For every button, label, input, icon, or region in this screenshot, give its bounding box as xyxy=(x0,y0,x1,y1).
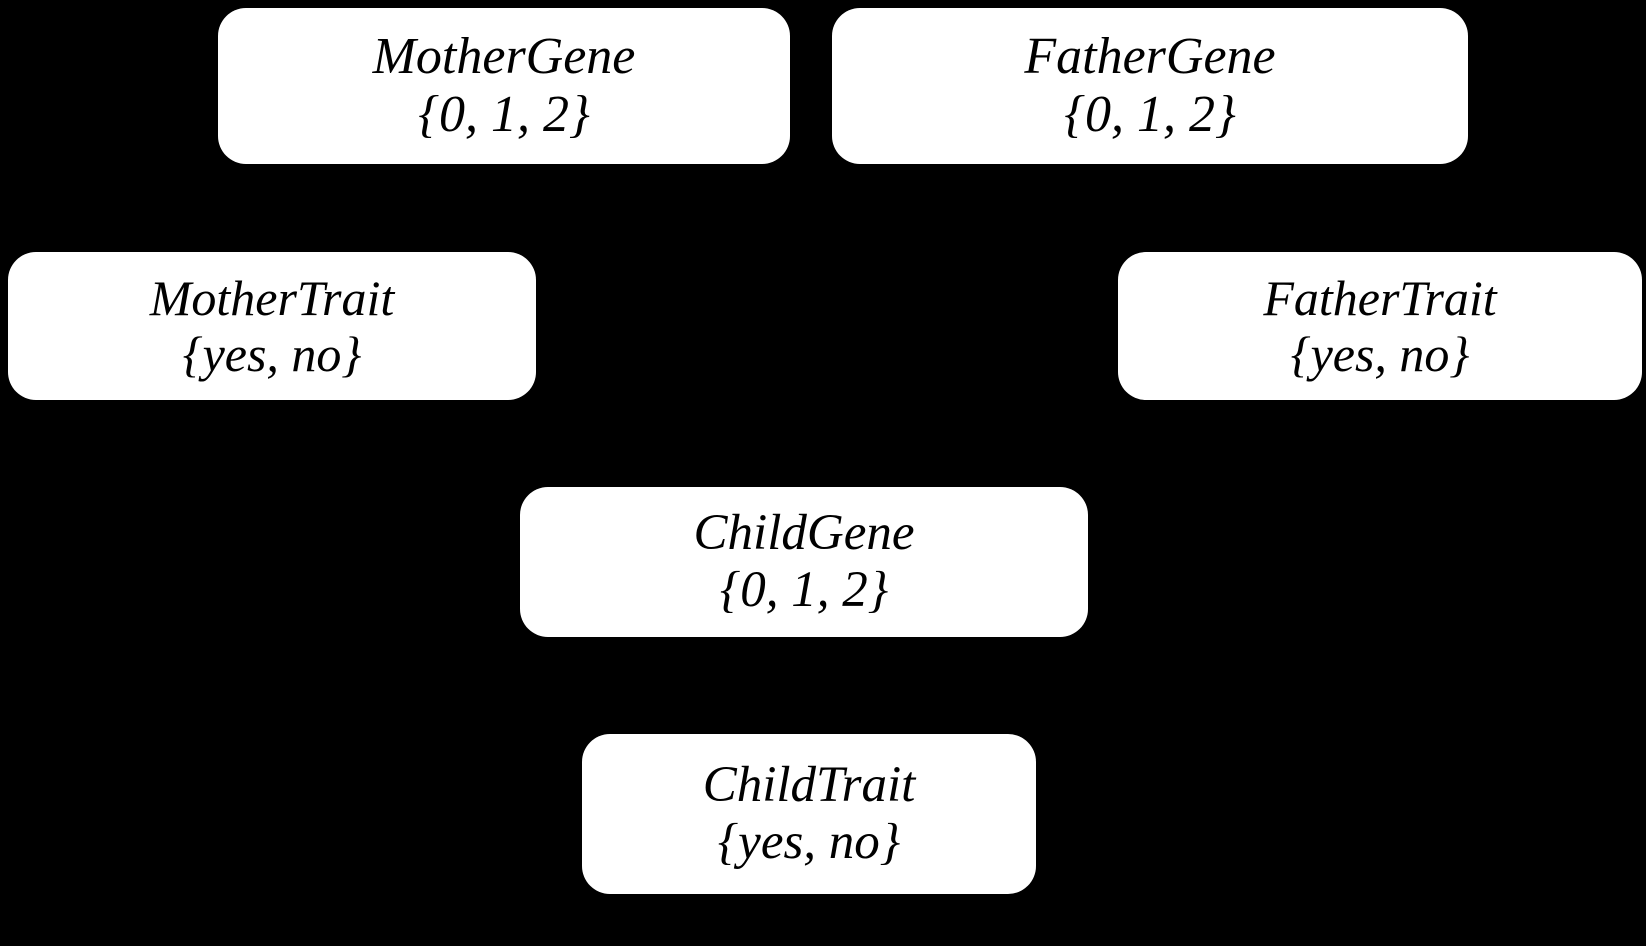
node-mother-trait-domain: {yes, no} xyxy=(182,326,362,382)
node-child-gene-name: ChildGene xyxy=(693,504,915,561)
node-father-trait[interactable]: FatherTrait {yes, no} xyxy=(1118,252,1642,400)
node-child-gene-domain: {0, 1, 2} xyxy=(719,562,889,618)
edge-child-gene-to-child-trait xyxy=(802,636,811,735)
node-mother-gene-name: MotherGene xyxy=(372,27,636,85)
node-father-trait-name: FatherTrait xyxy=(1263,270,1497,326)
node-child-trait-domain: {yes, no} xyxy=(717,814,901,870)
edge-mother-gene-to-mother-trait xyxy=(271,162,381,254)
node-mother-trait[interactable]: MotherTrait {yes, no} xyxy=(8,252,536,400)
node-father-trait-domain: {yes, no} xyxy=(1290,326,1470,382)
node-child-trait-name: ChildTrait xyxy=(702,756,916,813)
edge-father-gene-to-father-trait xyxy=(1219,162,1381,254)
node-child-gene[interactable]: ChildGene {0, 1, 2} xyxy=(520,487,1088,637)
edge-father-gene-to-child-gene xyxy=(898,163,1062,488)
node-father-gene-name: FatherGene xyxy=(1024,27,1276,85)
node-mother-gene-domain: {0, 1, 2} xyxy=(418,86,590,143)
edge-mother-gene-to-child-gene xyxy=(598,163,722,488)
node-father-gene[interactable]: FatherGene {0, 1, 2} xyxy=(832,8,1468,164)
node-child-trait[interactable]: ChildTrait {yes, no} xyxy=(582,734,1036,894)
node-mother-trait-name: MotherTrait xyxy=(149,270,395,326)
node-father-gene-domain: {0, 1, 2} xyxy=(1064,86,1236,143)
node-mother-gene[interactable]: MotherGene {0, 1, 2} xyxy=(218,8,790,164)
